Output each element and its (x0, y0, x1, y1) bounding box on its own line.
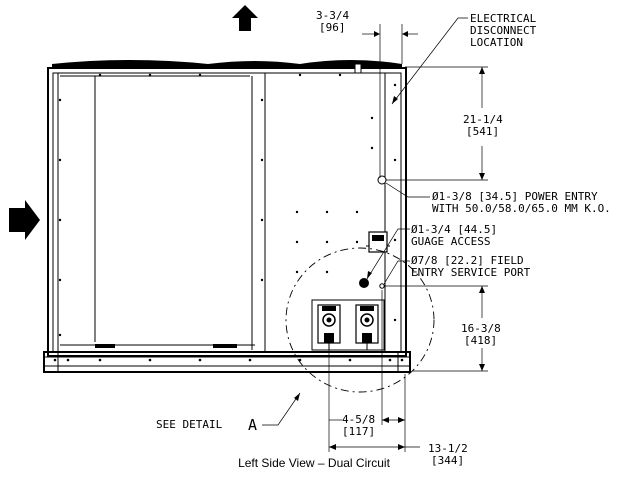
electrical-label-3: LOCATION (470, 36, 523, 49)
control-box (366, 231, 390, 253)
top-offset-mm-label: [96] (319, 21, 346, 34)
width-large-label: 13-1/2 (428, 442, 468, 455)
field-entry-port (379, 283, 385, 289)
electrical-label-2: DISCONNECT (470, 24, 537, 37)
airflow-right-arrow-icon (9, 200, 40, 240)
height-upper-mm-label: [541] (466, 125, 499, 138)
service-valves (311, 299, 385, 351)
power-entry-label-2: WITH 50.0/58.0/65.0 MM K.O. (432, 202, 611, 215)
dimension-lines (262, 17, 488, 452)
detail-letter-label: A (248, 416, 257, 434)
field-entry-label-1: Ø7/8 [22.2] FIELD (411, 254, 524, 267)
width-small-mm-label: [117] (342, 425, 375, 438)
panel-rivets (58, 73, 397, 337)
power-entry-label-1: Ø1-3/8 [34.5] POWER ENTRY (432, 190, 598, 203)
top-offset-label: 3-3/4 (316, 9, 349, 22)
unit-top-profile (52, 60, 402, 68)
width-large-mm-label: [344] (431, 454, 464, 467)
base-rail (43, 351, 411, 373)
gauge-access-hole (359, 278, 369, 288)
airflow-up-arrow-icon (232, 5, 258, 31)
field-entry-label-2: ENTRY SERVICE PORT (411, 266, 531, 279)
height-upper-label: 21-1/4 (463, 113, 503, 126)
figure-caption: Left Side View – Dual Circuit (238, 456, 390, 470)
gauge-label-1: Ø1-3/4 [44.5] (411, 223, 497, 236)
detail-a-circle (285, 247, 435, 393)
electrical-label-1: ELECTRICAL (470, 12, 537, 25)
gauge-label-2: GUAGE ACCESS (411, 235, 490, 248)
height-lower-label: 16-3/8 (461, 322, 501, 335)
see-detail-label: SEE DETAIL (156, 418, 223, 431)
height-lower-mm-label: [418] (464, 334, 497, 347)
power-entry-hole (377, 175, 387, 185)
unit-cabinet (47, 63, 407, 357)
width-small-label: 4-5/8 (342, 413, 375, 426)
